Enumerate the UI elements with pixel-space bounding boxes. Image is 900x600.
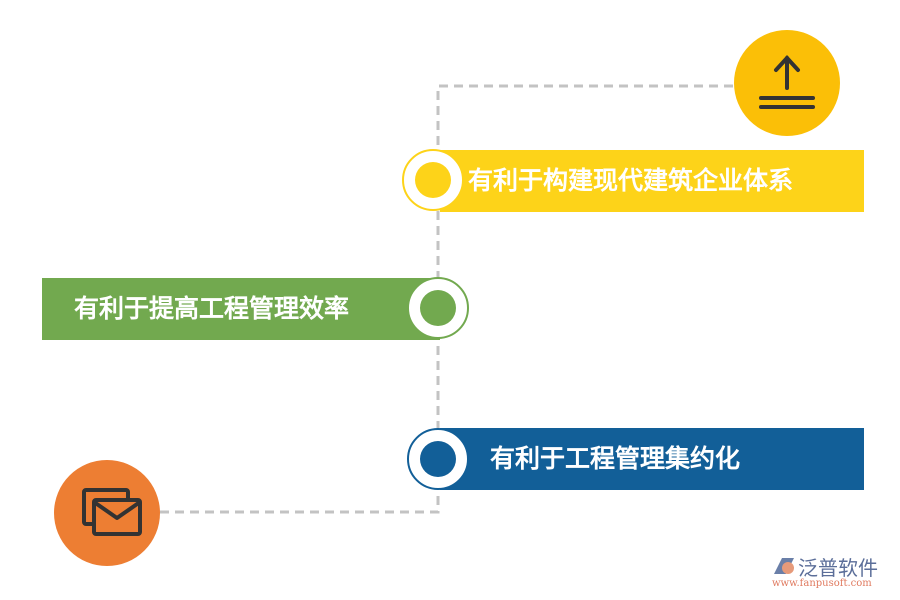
benefit-label: 有利于工程管理集约化 bbox=[490, 444, 741, 473]
timeline-node-2 bbox=[407, 277, 469, 339]
benefit-bar-1: 有利于构建现代建筑企业体系 bbox=[440, 150, 864, 212]
upload-icon bbox=[759, 55, 815, 109]
timeline-node-3 bbox=[407, 428, 469, 490]
mail-icon bbox=[82, 488, 142, 536]
benefit-label: 有利于提高工程管理效率 bbox=[74, 294, 350, 323]
logo-url: www.fanpusoft.com bbox=[772, 578, 872, 589]
timeline-node-1 bbox=[402, 149, 464, 211]
benefit-bar-3: 有利于工程管理集约化 bbox=[440, 428, 864, 490]
upload-circle bbox=[734, 30, 840, 136]
benefit-label: 有利于构建现代建筑企业体系 bbox=[468, 166, 794, 195]
mail-circle bbox=[54, 460, 160, 566]
logo-name: 泛普软件 bbox=[798, 556, 878, 580]
logo-icon bbox=[774, 558, 794, 574]
benefit-bar-2: 有利于提高工程管理效率 bbox=[42, 278, 440, 340]
